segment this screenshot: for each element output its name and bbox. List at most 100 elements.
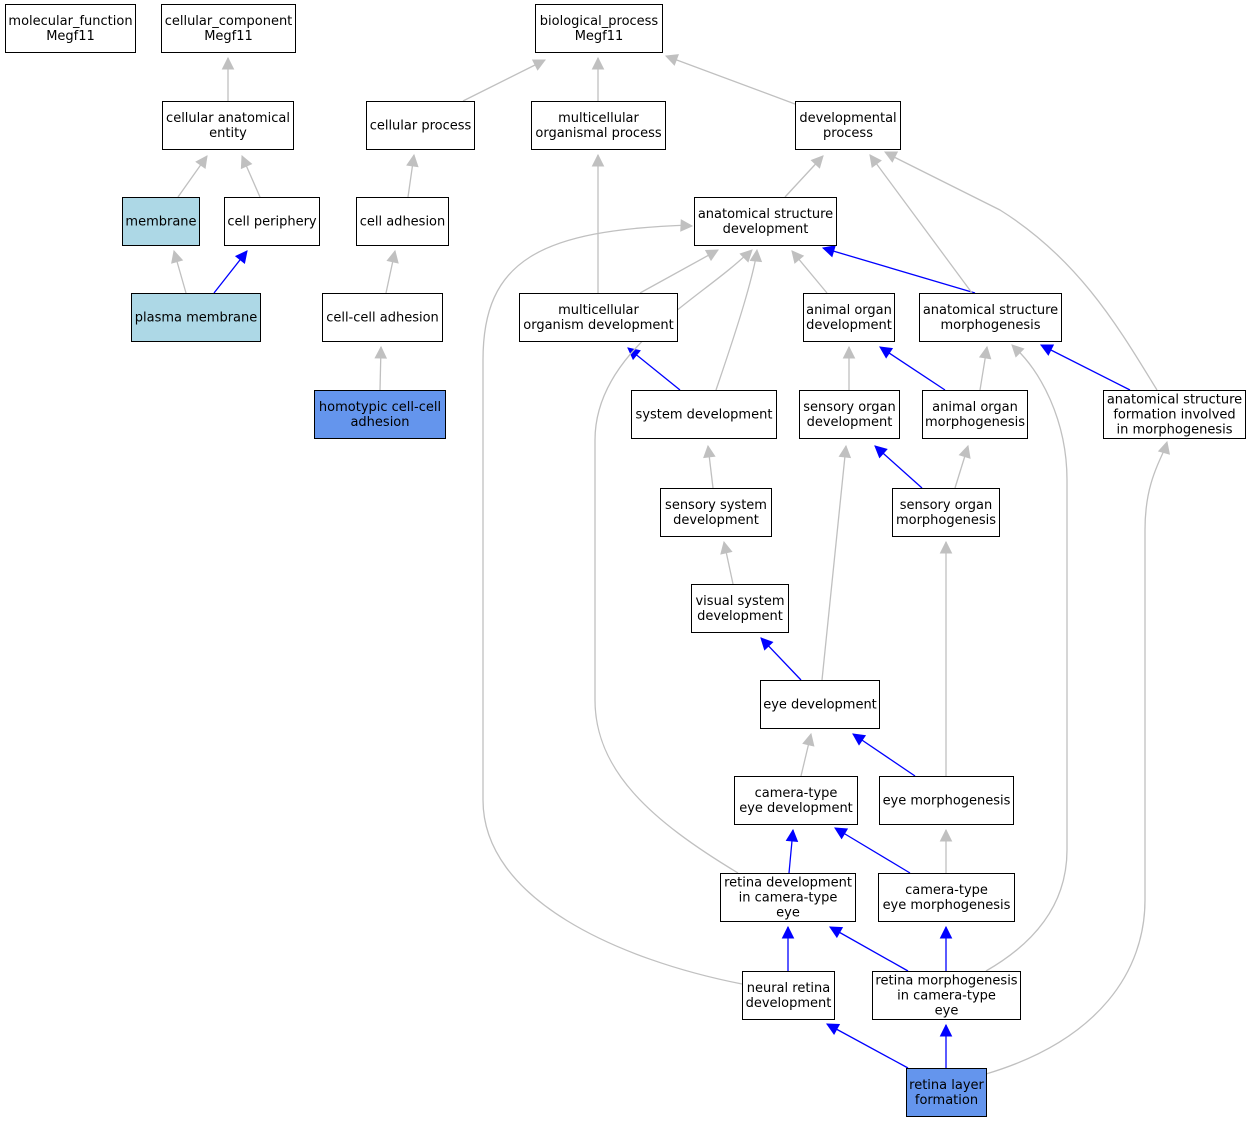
node-label-line: morphogenesis xyxy=(940,318,1040,333)
node-ed[interactable]: eye development xyxy=(760,680,880,729)
edge-line xyxy=(821,445,847,681)
arrowhead-icon xyxy=(791,250,805,264)
edge-mod-to-mop xyxy=(591,153,605,293)
arrowhead-icon xyxy=(852,733,867,746)
node-box xyxy=(694,197,837,246)
node-cp[interactable]: cellular process xyxy=(366,101,475,150)
edge-nrd-to-rdc xyxy=(781,925,795,971)
edge-aod-to-asd xyxy=(791,250,828,294)
node-box xyxy=(631,390,777,439)
arrowhead-icon xyxy=(720,540,733,555)
edge-line xyxy=(889,154,1158,391)
arrowhead-icon xyxy=(829,926,844,939)
node-label-line: homotypic cell-cell xyxy=(319,400,441,415)
node-label-line: anatomical structure xyxy=(698,207,833,222)
arrowhead-icon xyxy=(826,1023,841,1036)
node-label-line: developmental xyxy=(799,111,896,126)
edge-som-to-sod xyxy=(874,445,923,489)
arrowhead-icon xyxy=(939,925,953,939)
edge-line xyxy=(639,249,719,294)
node-label-line: plasma membrane xyxy=(135,311,258,326)
node-box xyxy=(161,4,296,53)
edge-mop-to-bp xyxy=(591,56,605,101)
edge-aom-to-aod xyxy=(879,346,946,391)
node-box xyxy=(224,197,320,246)
node-box xyxy=(356,197,449,246)
arrowhead-icon xyxy=(240,154,253,170)
arrowhead-icon xyxy=(386,249,399,264)
node-label-line: retina layer xyxy=(909,1078,984,1093)
node-ccadh[interactable]: cell-cell adhesion xyxy=(322,293,443,342)
edge-cp-to-bp xyxy=(462,59,547,102)
edge-cper-to-cae xyxy=(240,154,261,198)
arrowhead-icon xyxy=(234,250,248,264)
arrowhead-icon xyxy=(171,249,184,264)
arrowhead-icon xyxy=(785,828,799,843)
edge-cadh-to-cp xyxy=(406,153,419,198)
node-box xyxy=(742,971,835,1020)
arrowhead-icon xyxy=(531,59,547,71)
node-label-line: molecular_function xyxy=(8,14,132,29)
node-mem[interactable]: membrane xyxy=(122,197,200,246)
arrowhead-icon xyxy=(1040,344,1055,356)
node-label-line: sensory organ xyxy=(803,400,895,415)
edges-layer xyxy=(171,54,1171,1075)
arrowhead-icon xyxy=(842,345,856,359)
node-box xyxy=(531,101,666,150)
arrowhead-icon xyxy=(760,637,774,651)
node-label-line: sensory system xyxy=(665,498,767,513)
node-box xyxy=(131,293,261,342)
arrowhead-icon xyxy=(978,345,992,360)
arrowhead-icon xyxy=(838,444,852,459)
arrowhead-icon xyxy=(1011,344,1025,358)
node-label-line: anatomical structure xyxy=(1107,393,1242,408)
node-label-line: multicellular xyxy=(558,111,639,126)
node-cper[interactable]: cell periphery xyxy=(224,197,320,246)
edge-sd-to-asd xyxy=(715,248,763,391)
edge-line xyxy=(822,247,976,294)
node-pm[interactable]: plasma membrane xyxy=(131,293,261,342)
edge-em-to-ed xyxy=(852,733,916,777)
edge-line xyxy=(852,733,916,777)
arrowhead-icon xyxy=(810,155,824,169)
node-cadh[interactable]: cell adhesion xyxy=(356,197,449,246)
edge-sd-to-mod xyxy=(627,347,681,391)
node-em[interactable]: eye morphogenesis xyxy=(879,776,1014,825)
edge-line xyxy=(869,154,973,294)
node-label-line: cellular process xyxy=(370,119,472,134)
edge-hcca-to-ccadh xyxy=(374,345,388,391)
node-sd[interactable]: system development xyxy=(631,390,777,439)
node-box xyxy=(906,1068,987,1117)
node-box xyxy=(519,293,678,342)
node-label-line: eye xyxy=(776,906,800,921)
edge-ed-to-sod xyxy=(821,444,852,681)
arrowhead-icon xyxy=(591,153,605,167)
node-label-line: camera-type xyxy=(905,883,988,898)
node-label-line: development xyxy=(746,996,832,1011)
node-box xyxy=(872,971,1021,1020)
